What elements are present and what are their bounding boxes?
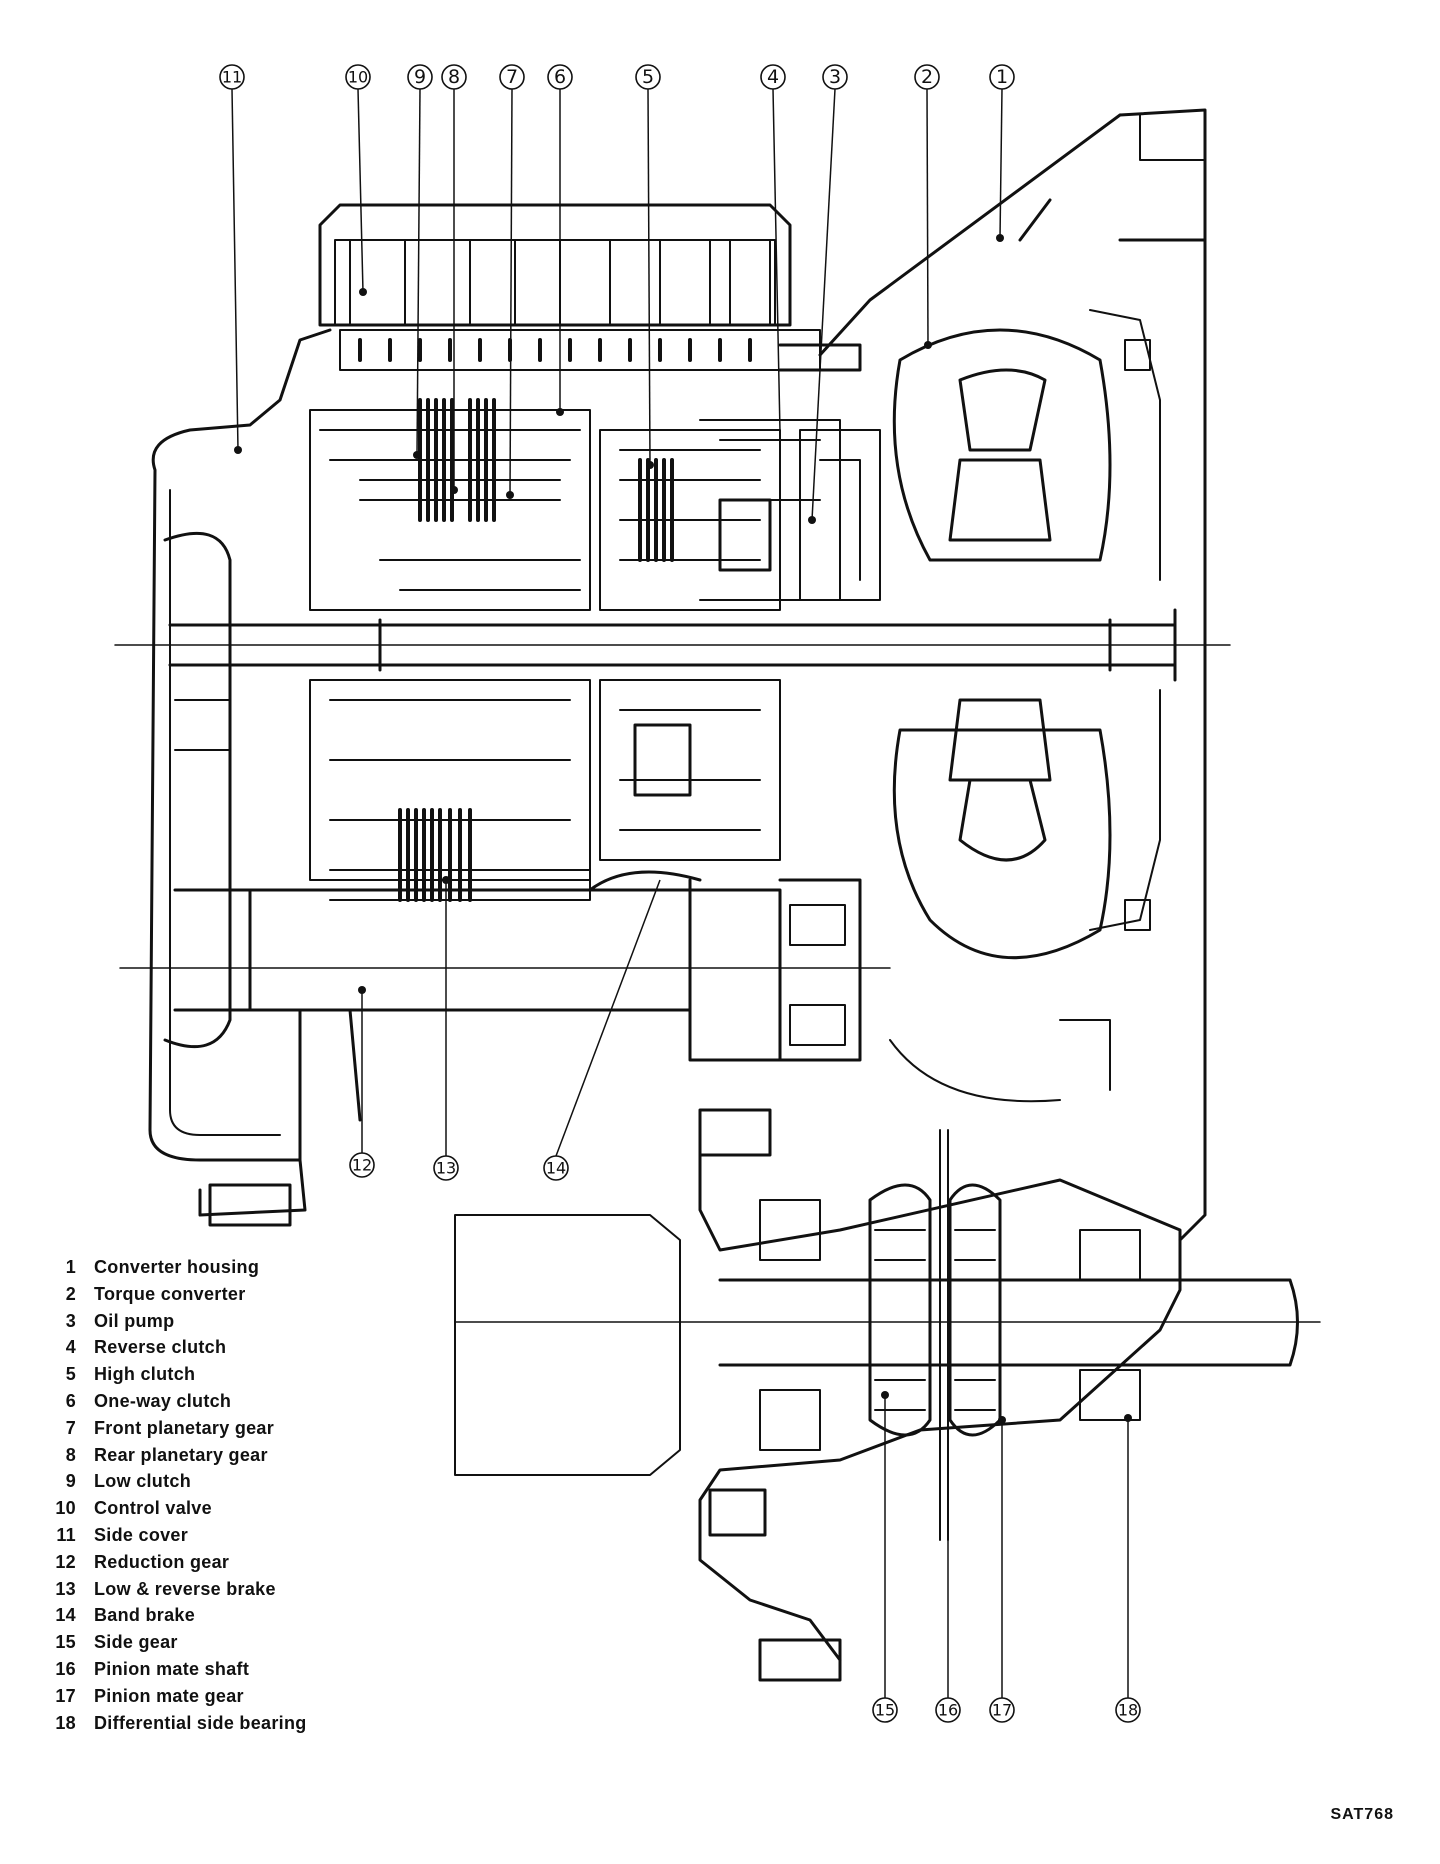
callout-16: 16 bbox=[938, 1701, 958, 1720]
side-cover bbox=[163, 531, 232, 1049]
callout-8: 8 bbox=[448, 66, 460, 88]
control-valve-body bbox=[318, 203, 792, 327]
callout-17: 17 bbox=[992, 1701, 1012, 1720]
transmission-case bbox=[148, 328, 362, 1217]
pinion-mate-shaft bbox=[939, 1129, 949, 1541]
reduction-gear-shaft bbox=[173, 878, 692, 1022]
callout-3: 3 bbox=[829, 66, 841, 88]
callout-2: 2 bbox=[921, 66, 933, 88]
callout-1: 1 bbox=[996, 66, 1008, 88]
callout-18: 18 bbox=[1118, 1701, 1138, 1720]
callout-10: 10 bbox=[348, 68, 368, 87]
torque-converter bbox=[892, 328, 1112, 562]
callout-6: 6 bbox=[554, 66, 566, 88]
band-brake bbox=[588, 870, 702, 892]
differential-left-housing bbox=[454, 1214, 681, 1476]
callout-13: 13 bbox=[436, 1159, 456, 1178]
converter-housing bbox=[818, 108, 1207, 1242]
callout-9: 9 bbox=[414, 66, 426, 88]
callout-12: 12 bbox=[352, 1156, 372, 1175]
callout-15: 15 bbox=[875, 1701, 895, 1720]
figure-code: SAT768 bbox=[1330, 1806, 1394, 1823]
differential-case bbox=[698, 1128, 1182, 1662]
callout-5: 5 bbox=[642, 66, 654, 88]
side-gear-right bbox=[948, 1183, 1002, 1437]
side-gear-left bbox=[868, 1183, 932, 1437]
callout-7: 7 bbox=[506, 66, 518, 88]
callout-11: 11 bbox=[222, 68, 242, 87]
callout-4: 4 bbox=[767, 66, 779, 88]
oil-pump bbox=[799, 429, 881, 601]
callout-14: 14 bbox=[546, 1159, 566, 1178]
